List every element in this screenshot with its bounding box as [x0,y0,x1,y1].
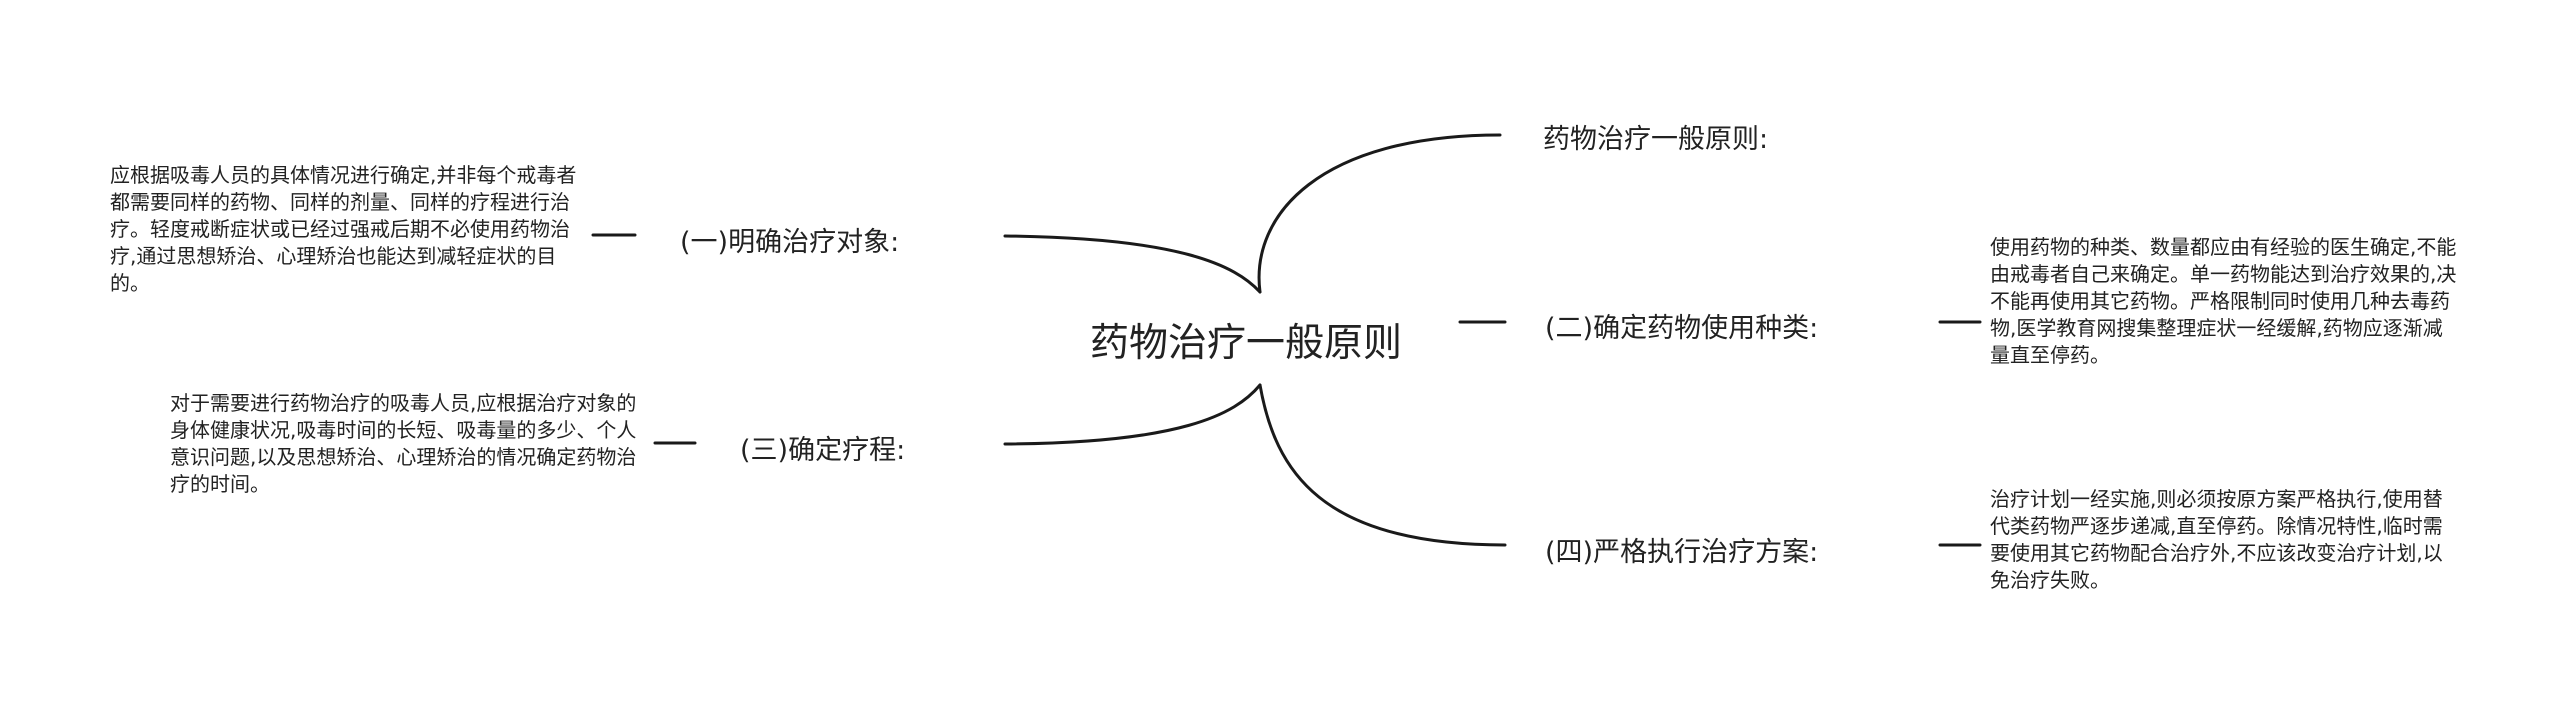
branch-drug-types[interactable]: (二)确定药物使用种类: [1545,313,1819,344]
branch-general-principles[interactable]: 药物治疗一般原则: [1543,124,1769,155]
branch-treatment-target[interactable]: (一)明确治疗对象: [680,227,900,258]
detail-treatment-target: 应根据吸毒人员的具体情况进行确定,并非每个戒毒者都需要同样的药物、同样的剂量、同… [110,163,577,295]
connector-branch-0 [1257,133,1502,294]
detail-course: 对于需要进行药物治疗的吸毒人员,应根据治疗对象的身体健康状况,吸毒时间的长短、吸… [170,391,637,496]
connector-branch-1 [1003,234,1262,294]
detail-drug-types: 使用药物的种类、数量都应由有经验的医生确定,不能由戒毒者自己来确定。单一药物能达… [1990,235,2457,367]
connector-branch-3 [1003,383,1262,446]
branch-treatment-plan[interactable]: (四)严格执行治疗方案: [1545,537,1819,568]
branch-course[interactable]: (三)确定疗程: [740,435,906,466]
connector-branch-4 [1258,383,1507,547]
detail-treatment-plan: 治疗计划一经实施,则必须按原方案严格执行,使用替代类药物严逐步递减,直至停药。除… [1990,487,2443,592]
center-topic[interactable]: 药物治疗一般原则 [1090,321,1403,366]
